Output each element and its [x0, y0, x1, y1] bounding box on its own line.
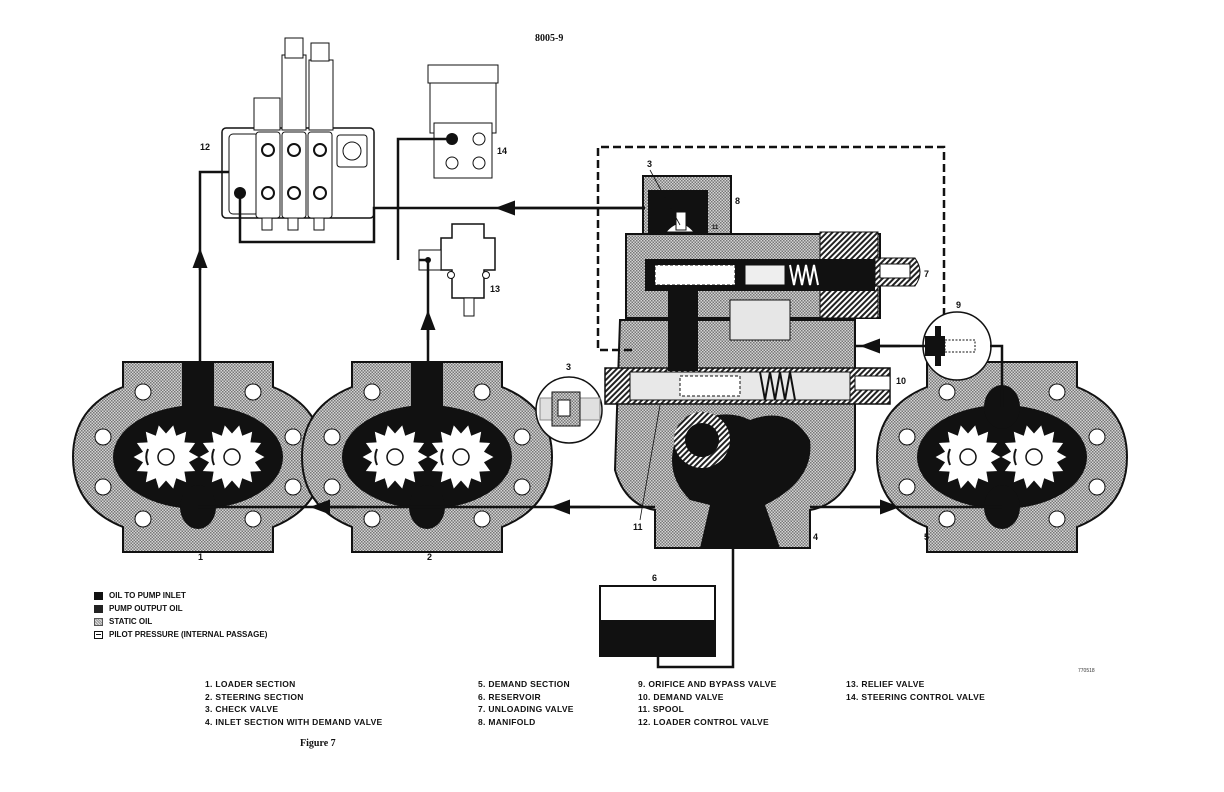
legend-item: OIL TO PUMP INLET	[94, 589, 267, 602]
steering-control-valve	[427, 64, 499, 179]
callouts: 1 2 3 3 4 5 6 7 8 9 10 11 11 12 13 14	[198, 142, 961, 583]
callout-14: 14	[497, 146, 507, 156]
key-item: 11. SPOOL	[638, 704, 685, 714]
callout-7: 7	[924, 269, 929, 279]
legend-item: PUMP OUTPUT OIL	[94, 602, 267, 615]
key-item: 3. CHECK VALVE	[205, 704, 279, 714]
pump-loader-section	[72, 361, 324, 553]
key-item: 4. INLET SECTION WITH DEMAND VALVE	[205, 716, 383, 727]
reference-code: 770518	[1078, 668, 1095, 674]
legend: OIL TO PUMP INLET PUMP OUTPUT OIL STATIC…	[94, 589, 267, 641]
figure-caption: Figure 7	[300, 738, 336, 749]
key-item: 9. ORIFICE AND BYPASS VALVE	[638, 679, 777, 689]
callout-3-top: 3	[647, 159, 652, 169]
key-item: 10. DEMAND VALVE	[638, 691, 724, 702]
key-item: 13. RELIEF VALVE	[846, 679, 925, 689]
orifice-bypass-valve-inset	[922, 311, 992, 381]
legend-label: STATIC OIL	[109, 617, 153, 626]
callout-11-top: 11	[712, 225, 719, 231]
callout-1: 1	[198, 552, 203, 562]
key-item: 5. DEMAND SECTION	[478, 679, 570, 689]
reservoir	[599, 548, 735, 669]
check-valve-inset	[535, 376, 603, 444]
legend-label: PUMP OUTPUT OIL	[109, 604, 183, 613]
callout-11-bottom: 11	[633, 522, 643, 532]
loader-control-valve	[221, 37, 375, 231]
leader-line-3	[649, 169, 681, 226]
callout-10: 10	[896, 376, 906, 386]
key-item: 12. LOADER CONTROL VALVE	[638, 716, 769, 727]
callout-3-inset: 3	[566, 362, 571, 372]
legend-label: PILOT PRESSURE (INTERNAL PASSAGE)	[109, 630, 268, 639]
callout-13: 13	[490, 284, 500, 294]
key-item: 8. MANIFOLD	[478, 716, 536, 727]
manifold	[625, 175, 921, 371]
callout-12: 12	[200, 142, 210, 152]
leader-line-11	[639, 404, 661, 521]
document-id: 8005-9	[535, 33, 564, 44]
callout-9: 9	[956, 300, 961, 310]
pump-steering-section	[301, 361, 553, 553]
flow-lines	[192, 137, 1004, 515]
pilot-pressure-swatch-icon	[94, 630, 103, 639]
pilot-line	[596, 145, 946, 352]
key-column-2: 5. DEMAND SECTION 6. RESERVOIR 7. UNLOAD…	[478, 678, 574, 728]
key-column-1: 1. LOADER SECTION 2. STEERING SECTION 3.…	[205, 678, 383, 728]
key-item: 1. LOADER SECTION	[205, 679, 296, 689]
key-item: 2. STEERING SECTION	[205, 691, 304, 702]
relief-valve	[418, 223, 496, 317]
legend-item: STATIC OIL	[94, 615, 267, 628]
inlet-section-with-demand-valve	[604, 319, 891, 549]
key-item: 7. UNLOADING VALVE	[478, 704, 574, 714]
pump-output-oil-swatch-icon	[94, 604, 103, 613]
legend-label: OIL TO PUMP INLET	[109, 591, 186, 600]
callout-6: 6	[652, 573, 657, 583]
key-item: 14. STEERING CONTROL VALVE	[846, 691, 986, 702]
callout-8: 8	[735, 196, 740, 206]
key-column-3: 9. ORIFICE AND BYPASS VALVE 10. DEMAND V…	[638, 678, 777, 728]
static-oil-swatch-icon	[94, 617, 103, 626]
callout-2: 2	[427, 552, 432, 562]
key-column-4: 13. RELIEF VALVE 14. STEERING CONTROL VA…	[846, 678, 985, 703]
oil-to-pump-inlet-swatch-icon	[94, 591, 103, 600]
key-item: 6. RESERVOIR	[478, 691, 541, 702]
legend-item: PILOT PRESSURE (INTERNAL PASSAGE)	[94, 628, 267, 641]
callout-4: 4	[813, 532, 818, 542]
callout-5: 5	[924, 532, 929, 542]
